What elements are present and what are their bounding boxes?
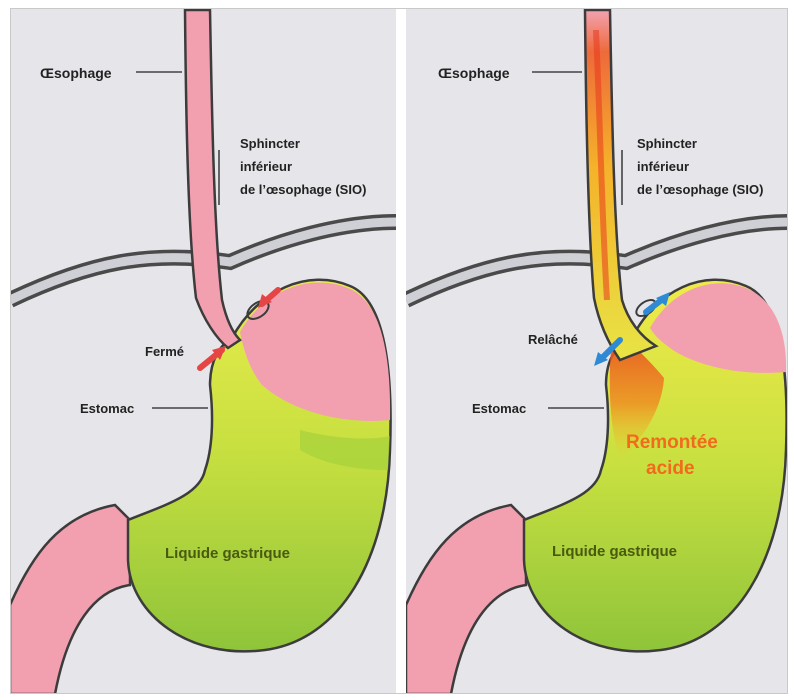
sphincter-label-line2: inférieur	[240, 159, 292, 174]
sphincter-label-line1: Sphincter	[240, 136, 300, 151]
stomach-label: Estomac	[80, 401, 134, 416]
reflux-label-line1: Remontée	[626, 432, 718, 453]
panel-open: Œsophage Sphincter inférieur de l’œsopha…	[406, 8, 788, 694]
state-label: Fermé	[145, 344, 184, 359]
panel-closed: Œsophage Sphincter inférieur de l’œsopha…	[10, 8, 396, 694]
fluid-label: Liquide gastrique	[552, 543, 677, 560]
esophagus-label: Œsophage	[438, 65, 510, 81]
fluid-label: Liquide gastrique	[165, 545, 290, 562]
sphincter-label-line3: de l’œsophage (SIO)	[637, 182, 763, 197]
reflux-label-line2: acide	[646, 458, 695, 479]
panel-divider	[396, 8, 406, 694]
esophagus-label: Œsophage	[40, 65, 112, 81]
sphincter-label-line2: inférieur	[637, 159, 689, 174]
stomach-label: Estomac	[472, 401, 526, 416]
sphincter-label-line1: Sphincter	[637, 136, 697, 151]
sphincter-label-line3: de l’œsophage (SIO)	[240, 182, 366, 197]
state-label: Relâché	[528, 332, 578, 347]
